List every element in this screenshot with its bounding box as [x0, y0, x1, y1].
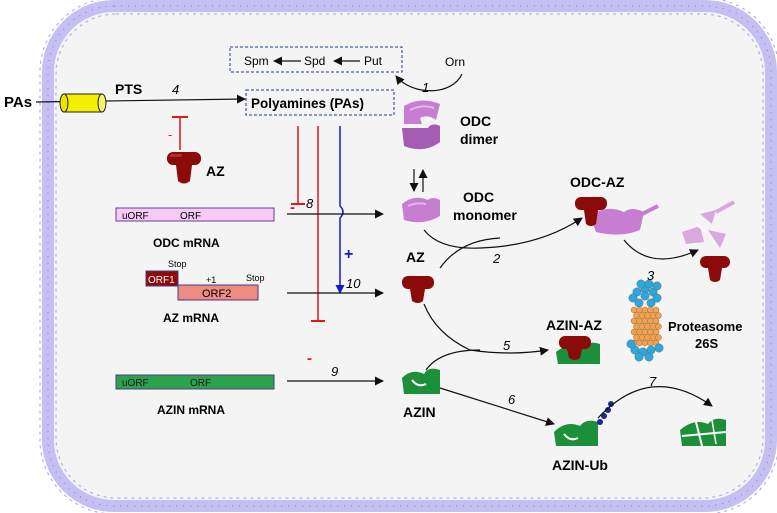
odc-mrna-orf: ORF	[180, 211, 201, 222]
odc-monomer-label-1: ODC	[463, 189, 494, 205]
proteasome-label-2: 26S	[695, 336, 718, 351]
proteasome-label-1: Proteasome	[668, 319, 742, 334]
step-4: 4	[172, 82, 179, 97]
az-mrna: Stop +1 Stop ORF1 ORF2	[145, 259, 265, 301]
odc-monomer-label-2: monomer	[453, 207, 517, 223]
odc-mrna-uorf: uORF	[122, 211, 149, 222]
odc-dimer-label-2: dimer	[460, 131, 499, 147]
azin-mrna-label: AZIN mRNA	[157, 403, 225, 417]
step-3: 3	[647, 268, 655, 283]
odc-dimer-label-1: ODC	[460, 113, 491, 129]
step-10: 10	[346, 276, 361, 291]
step-6: 6	[508, 392, 516, 407]
pts-label: PTS	[115, 81, 142, 97]
odc-mrna: uORF ORF	[115, 207, 275, 222]
arrow-odc-az-degradation	[623, 239, 699, 260]
degraded-odc-fragments-icon	[682, 200, 735, 248]
az-protein-icon-top	[167, 152, 201, 184]
az-label-top: AZ	[206, 163, 225, 179]
synthesis-box: Spm Spd Put	[229, 46, 403, 73]
minus-sign-azin: -	[307, 350, 312, 367]
az-protein-icon-released	[700, 256, 730, 282]
put-label: Put	[364, 54, 383, 68]
az-mrna-frameshift: +1	[206, 275, 216, 285]
arrow-monomer-to-odc-az	[423, 217, 583, 249]
azin-az-label: AZIN-AZ	[546, 317, 602, 333]
step-5: 5	[503, 338, 511, 353]
azin-protein-icon	[402, 368, 440, 394]
arrow-azin-ub-degradation	[597, 386, 713, 419]
minus-sign-odc: -	[290, 199, 295, 216]
azin-mrna: uORF ORF	[115, 374, 275, 390]
azin-ub-icon	[554, 401, 614, 446]
az-label-mid: AZ	[406, 249, 425, 265]
azin-az-complex-icon	[556, 336, 600, 364]
az-protein-icon-mid	[402, 276, 434, 303]
azin-mrna-uorf: uORF	[122, 378, 149, 389]
plus-sign-az: +	[344, 246, 353, 263]
spd-label: Spd	[304, 54, 325, 68]
step-9: 9	[331, 364, 338, 379]
step-1: 1	[422, 80, 429, 95]
pas-outside-label: PAs	[4, 94, 32, 111]
degraded-azin-fragments-icon	[680, 418, 727, 447]
az-mrna-orf1: ORF1	[148, 275, 175, 286]
orn-label: Orn	[445, 55, 465, 69]
spm-label: Spm	[244, 54, 269, 68]
polyamines-box	[245, 89, 395, 116]
odc-az-label: ODC-AZ	[570, 174, 625, 190]
polyamines-label: Polyamines (PAs)	[251, 96, 364, 111]
step-7: 7	[649, 374, 657, 389]
az-mrna-label: AZ mRNA	[163, 311, 219, 325]
proteasome-icon	[626, 279, 664, 362]
az-mrna-stop2: Stop	[246, 273, 265, 283]
azin-label: AZIN	[403, 404, 436, 420]
regulation-lines	[291, 126, 345, 322]
odc-mrna-label: ODC mRNA	[153, 236, 220, 250]
step-8: 8	[306, 196, 314, 211]
azin-ub-label: AZIN-Ub	[552, 457, 608, 473]
azin-mrna-orf: ORF	[190, 378, 211, 389]
odc-monomer-icon	[402, 197, 440, 223]
pts-transporter-icon	[59, 93, 107, 113]
odc-az-complex-icon	[575, 197, 659, 235]
step-2: 2	[492, 251, 501, 266]
arrow-az-joins-complex	[439, 237, 501, 269]
arrow-orn-put	[395, 73, 463, 92]
minus-sign-pts: -	[168, 127, 172, 142]
odc-dimer-icon	[402, 100, 440, 150]
az-mrna-stop1: Stop	[168, 259, 187, 269]
az-mrna-orf2: ORF2	[202, 288, 231, 300]
arrow-azin-joins-azin-az	[425, 349, 481, 371]
arrow-azin-ubiquitination	[439, 387, 555, 426]
